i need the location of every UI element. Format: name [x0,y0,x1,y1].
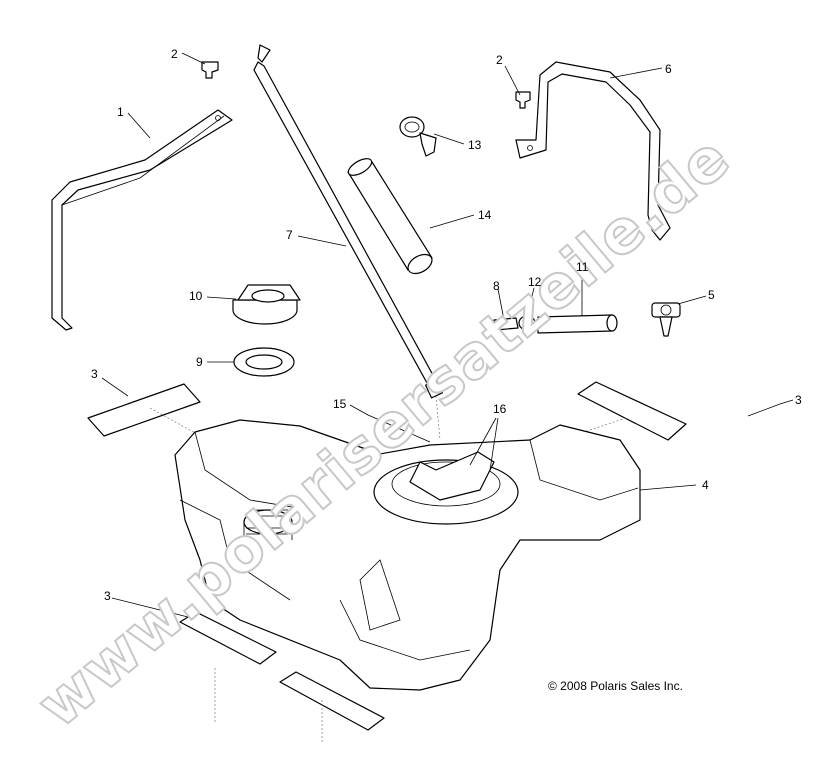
callout-3-upper-left: 3 [91,367,98,381]
callout-8: 8 [493,279,500,293]
vent-hose-part-7 [253,44,443,399]
copyright-text: © 2008 Polaris Sales Inc. [548,679,683,693]
fuel-tank-part-4 [174,419,641,691]
callout-12: 12 [528,275,542,289]
callout-14: 14 [478,208,492,222]
callout-6: 6 [665,62,672,76]
bracket-part-6 [515,61,671,241]
callout-3-lower-left: 3 [104,589,111,603]
pad-part-3-lower-center [279,671,385,731]
callout-16: 16 [493,402,507,416]
callout-labels: 1 2 2 6 13 14 7 10 9 8 12 11 5 3 3 15 16… [91,47,802,603]
gas-cap-part-10 [232,284,301,325]
pad-part-3-upper-left [87,383,201,437]
callout-2-left: 2 [171,47,178,61]
leader-lines [101,52,794,619]
callout-13: 13 [468,138,482,152]
callout-3-upper-right: 3 [795,393,802,407]
gasket-part-9 [233,347,295,377]
callout-2-right: 2 [496,53,503,67]
callout-7: 7 [286,228,293,242]
callout-5: 5 [708,288,715,302]
strap-part-1 [51,109,233,331]
clip-part-5 [651,302,681,337]
clamp-part-13 [399,116,437,157]
callout-11: 11 [576,260,589,274]
hose-part-11 [537,314,618,334]
bolt-part-2-right [515,91,531,109]
callout-10: 10 [189,289,203,303]
callout-1: 1 [117,105,124,119]
pad-part-3-upper-right [577,381,687,441]
bolt-part-2-left [201,61,219,79]
callout-15: 15 [333,397,347,411]
callout-4: 4 [702,478,709,492]
hose-sleeve-part-14 [347,158,433,275]
pad-part-3-lower-left [179,611,277,665]
fitting-part-8 [493,317,519,331]
callout-9: 9 [196,355,203,369]
